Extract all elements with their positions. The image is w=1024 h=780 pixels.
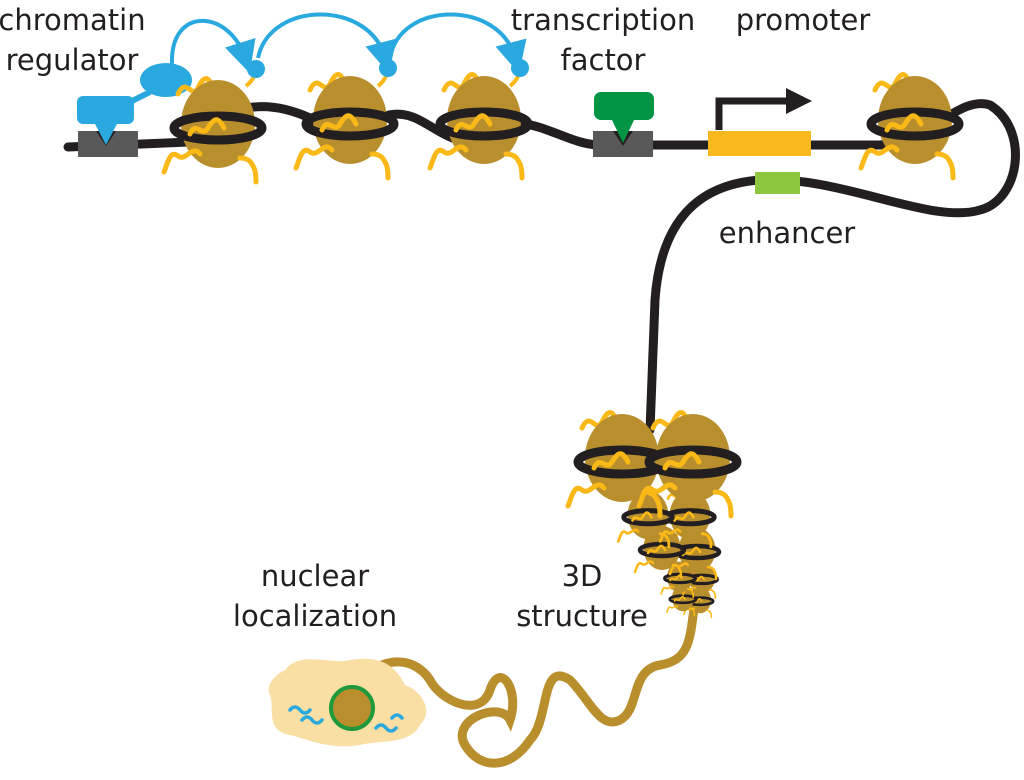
label-transcription-factor-1: transcription	[511, 3, 695, 37]
nucleosome-1	[164, 79, 262, 183]
label-nuclear-localization-1: nuclear	[261, 559, 369, 593]
nucleosome-2	[296, 75, 394, 179]
nucleus	[329, 685, 375, 731]
nucleosome-4	[861, 75, 959, 179]
transcription-factor-protein	[594, 92, 654, 143]
spreading-arrow-1	[169, 18, 256, 74]
enhancer-element	[755, 172, 800, 194]
arrowhead-icon	[786, 88, 812, 114]
label-chromatin-regulator-1: chromatin	[0, 3, 146, 37]
cytoplasm-rna	[288, 705, 404, 733]
transcription-start-arrow	[715, 97, 790, 130]
label-enhancer: enhancer	[719, 216, 856, 250]
label-chromatin-regulator-2: regulator	[6, 43, 139, 77]
histone-marks	[244, 59, 529, 88]
label-3d-structure-1: 3D	[562, 559, 603, 593]
nucleosome-3	[430, 75, 528, 179]
label-promoter: promoter	[736, 3, 871, 37]
chromatin-fiber	[350, 595, 700, 768]
spreading-arrow-2	[256, 12, 397, 74]
label-3d-structure-2: structure	[516, 599, 648, 633]
label-nuclear-localization-2: localization	[233, 599, 397, 633]
label-transcription-factor-2: factor	[561, 43, 646, 77]
spreading-arrow-3	[388, 12, 527, 74]
promoter-element	[708, 131, 811, 156]
